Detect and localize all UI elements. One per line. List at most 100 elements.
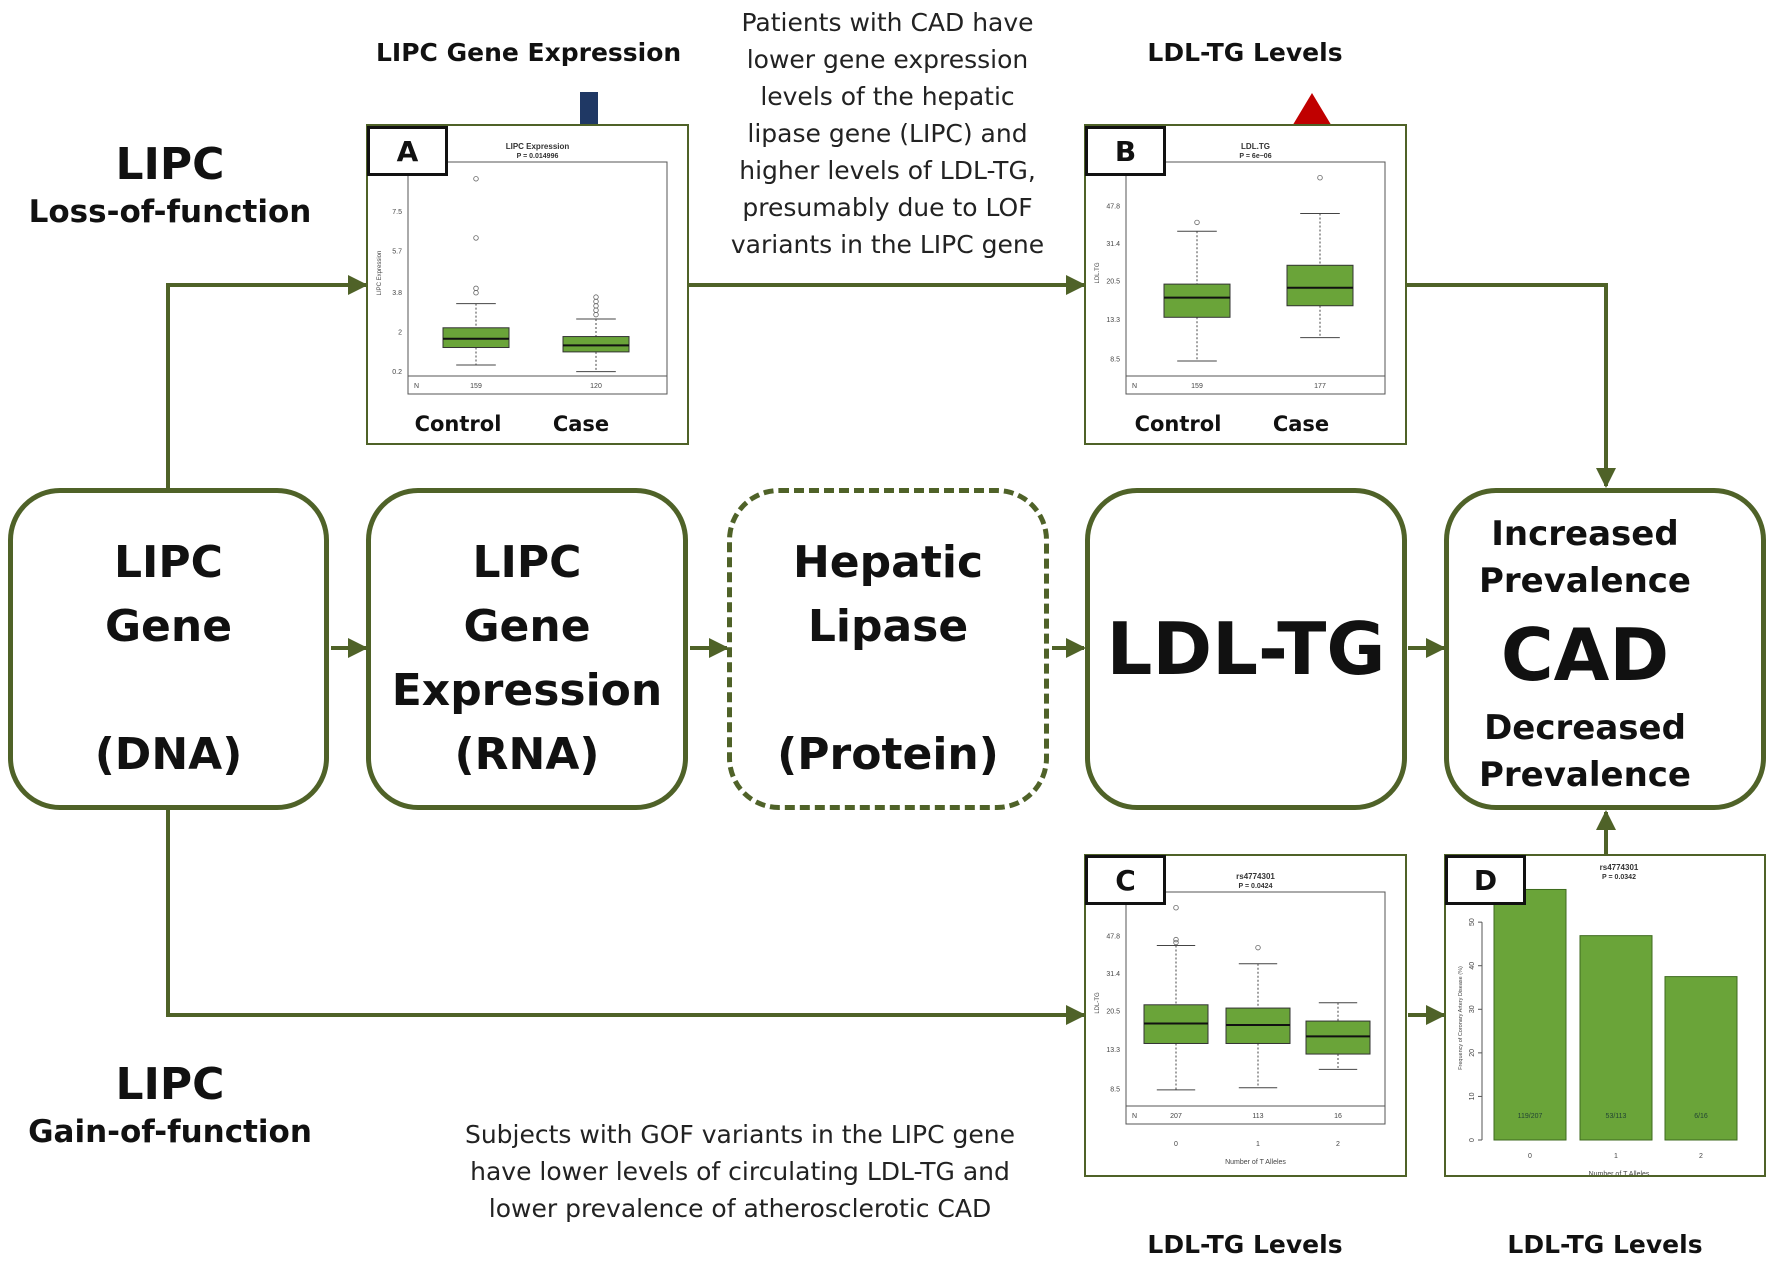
x-tick-label: 0: [1528, 1153, 1532, 1160]
chart-subtitle: P = 0.014996: [517, 153, 559, 160]
box-hepatic-lipase-protein: Hepatic Lipase (Protein): [727, 488, 1049, 810]
note-line: variants in the LIPC gene: [730, 230, 1045, 259]
outlier-point: [1194, 219, 1200, 226]
note-line: presumably due to LOF: [742, 193, 1033, 222]
wire-panel-b-to-cad: [1407, 283, 1616, 488]
chart-title: rs4774301: [1600, 863, 1639, 872]
x-label: Control: [414, 412, 502, 436]
header-panel-b: LDL-TG Levels: [1147, 38, 1343, 67]
y-tick-label: 47.8: [1106, 204, 1120, 211]
bar-label: 53/113: [1606, 1113, 1627, 1120]
box: [1163, 283, 1231, 318]
cad-label: CAD: [1500, 613, 1670, 697]
y-tick-label: 40: [1469, 962, 1476, 970]
x-tick-label: 2: [1699, 1153, 1703, 1160]
loss-title-line2: Loss-of-function: [28, 194, 312, 230]
n-label: N: [414, 383, 419, 390]
n-label: N: [1132, 383, 1137, 390]
y-tick-label: 20.5: [1106, 1009, 1120, 1016]
bar-label: 119/207: [1518, 1113, 1543, 1120]
box-ldl-tg: LDL-TG: [1085, 488, 1407, 810]
box: [562, 336, 630, 353]
box-text: Lipase: [807, 601, 969, 652]
box-text: (DNA): [94, 729, 243, 780]
header-panel-c: LDL-TG Levels: [1147, 1230, 1343, 1259]
box-cad: Increased Prevalence CAD Decreased Preva…: [1444, 488, 1766, 810]
badge-d: D: [1445, 855, 1526, 905]
bar: [1664, 976, 1738, 1141]
y-tick-label: 47.8: [1106, 934, 1120, 941]
n-count: 113: [1252, 1113, 1263, 1120]
n-count: 16: [1334, 1113, 1342, 1120]
cad-decreased-label: Decreased: [1484, 708, 1686, 748]
chart-title: rs4774301: [1236, 872, 1275, 881]
box: [1286, 264, 1354, 307]
chart-b: LDL.TGP = 6e−06LDL.TG8.513.320.531.447.8…: [1095, 142, 1386, 395]
y-tick-label: 20: [1469, 1049, 1476, 1057]
plot-frame: [1125, 161, 1386, 395]
badge-a: A: [367, 126, 448, 176]
outlier-point: [1173, 936, 1179, 943]
x-label: Case: [552, 412, 610, 436]
x-axis-label: Number of T Alleles: [1589, 1171, 1650, 1175]
y-tick-label: 31.4: [1106, 971, 1120, 978]
plot-frame: [407, 161, 668, 395]
plot-frame: [1125, 891, 1386, 1125]
chart-subtitle: P = 6e−06: [1239, 153, 1271, 160]
note-line: have lower levels of circulating LDL-TG …: [470, 1157, 1010, 1186]
y-tick-label: 2: [398, 330, 402, 337]
box-lipc-gene-expression-rna: LIPC Gene Expression (RNA): [366, 488, 688, 810]
n-label: N: [1132, 1113, 1137, 1120]
box-text: Expression: [391, 665, 663, 716]
y-tick-label: 20.5: [1106, 279, 1120, 286]
y-tick-label: 8.5: [1110, 356, 1120, 363]
gain-of-function-note: Subjects with GOF variants in the LIPC g…: [400, 1116, 1080, 1227]
outlier-point: [593, 298, 599, 305]
y-tick-label: 10: [1469, 1092, 1476, 1100]
bar-label: 6/16: [1694, 1113, 1708, 1120]
loss-title-line1: LIPC: [115, 139, 225, 190]
x-label: Case: [1272, 412, 1330, 436]
note-line: Patients with CAD have: [741, 8, 1034, 37]
bar: [1493, 888, 1567, 1141]
outlier-point: [593, 303, 599, 309]
chart-title: LIPC Expression: [506, 142, 570, 151]
box-text: LDL-TG: [1106, 607, 1386, 691]
header-panel-d: LDL-TG Levels: [1507, 1230, 1703, 1259]
box-text: LIPC: [114, 537, 223, 588]
y-axis-label: Frequency of Coronary Artery Disease (%): [1458, 966, 1464, 1070]
chart-subtitle: P = 0.0424: [1239, 883, 1273, 890]
gain-title-line2: Gain-of-function: [28, 1114, 312, 1150]
badge-b: B: [1085, 126, 1166, 176]
n-count: 177: [1314, 383, 1326, 390]
x-tick-label: 1: [1256, 1141, 1260, 1148]
n-count: 120: [590, 383, 602, 390]
bar: [1579, 935, 1653, 1141]
x-tick-label: 2: [1336, 1141, 1340, 1148]
outlier-point: [473, 235, 479, 241]
y-tick-label: 8.5: [1110, 1086, 1120, 1093]
y-axis-label: LIPC Expression: [377, 251, 383, 296]
y-tick-label: 0: [1469, 1138, 1476, 1142]
n-count: 159: [1191, 383, 1203, 390]
note-line: levels of the hepatic: [760, 82, 1015, 111]
y-axis-label: LDL.TG: [1095, 262, 1101, 283]
cad-decreased-label: Prevalence: [1479, 755, 1691, 795]
note-line: lipase gene (LIPC) and: [747, 119, 1028, 148]
box-text: (RNA): [454, 729, 600, 780]
gain-title-line1: LIPC: [115, 1059, 225, 1110]
x-axis-label: Number of T Alleles: [1225, 1159, 1286, 1166]
outlier-point: [1173, 939, 1179, 946]
gain-of-function-title: LIPC Gain-of-function: [20, 1058, 320, 1152]
note-line: lower prevalence of atherosclerotic CAD: [488, 1194, 992, 1223]
chart-title: LDL.TG: [1241, 142, 1270, 151]
box-text: Hepatic: [792, 537, 984, 588]
y-tick-label: 7.5: [392, 209, 402, 216]
